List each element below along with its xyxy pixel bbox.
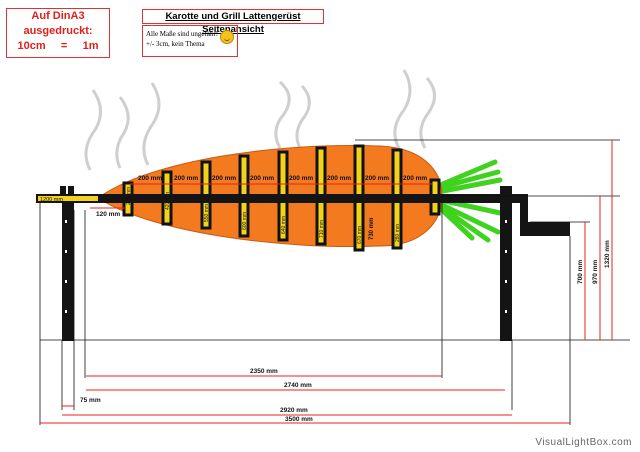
grill-frame: [60, 186, 570, 341]
dim-2350-label: 2350 mm: [250, 368, 278, 375]
dim-2740-label: 2740 mm: [284, 382, 312, 389]
dim-75-label: 75 mm: [80, 397, 101, 404]
top-dim-4: 200 mm: [250, 175, 274, 182]
top-dim-5: 200 mm: [289, 175, 313, 182]
spit-bar-highlight: [38, 196, 98, 201]
dim-3500-label: 3500 mm: [285, 416, 313, 423]
bar-left-label: 1200 mm: [40, 197, 63, 203]
height-700-label: 700 mm: [577, 260, 584, 284]
top-dim-3: 200 mm: [212, 175, 236, 182]
scale-equals: =: [60, 40, 68, 52]
slat-label-8: 280 mm: [395, 224, 401, 242]
slat-label-3: 550 mm: [204, 204, 210, 222]
note-line-2: +/- 3cm, kein Thema: [146, 40, 205, 48]
note-line-1: Alle Maße sind ungefähr!: [146, 30, 219, 38]
diameter-label: 730 mm: [369, 218, 375, 240]
dim-2920-label: 2920 mm: [280, 407, 308, 414]
scale-info-box: Auf DinA3 ausgedruckt: 10cm = 1m: [6, 8, 110, 58]
smoke-wisps: [84, 69, 436, 171]
slat-label-6: 710 mm: [319, 220, 325, 238]
slat-label-5: 640 mm: [281, 216, 287, 234]
slat-label-1: 230 mm: [126, 187, 132, 205]
scale-line-2: ausgedruckt:: [23, 25, 93, 37]
top-dim-8: 200 mm: [403, 175, 427, 182]
dimension-lines: [40, 140, 613, 424]
smiley-icon: [220, 30, 234, 44]
scale-line-1: Auf DinA3: [31, 10, 85, 22]
top-dim-1: 200 mm: [138, 175, 162, 182]
frame-dots: [65, 220, 507, 313]
tolerance-note: Alle Maße sind ungefähr! +/- 3cm, kein T…: [142, 25, 238, 57]
drawing-title: Karotte und Grill Lattengerüst Seitenans…: [142, 9, 324, 35]
scale-line-3: 10cm = 1m: [7, 39, 109, 54]
top-dim-7: 200 mm: [365, 175, 389, 182]
slat-label-7: 670 mm: [357, 226, 363, 244]
watermark: VisualLightBox.com: [535, 437, 632, 448]
spit-bar: [36, 194, 524, 203]
slat-label-2: 420 mm: [165, 192, 171, 210]
scale-cm: 10cm: [17, 40, 46, 52]
slat-spacing-label: 120 mm: [96, 211, 120, 218]
scale-m: 1m: [82, 40, 99, 52]
reference-lines: [39, 139, 630, 425]
height-1320-label: 1320 mm: [604, 240, 611, 268]
height-970-label: 970 mm: [592, 260, 599, 284]
top-dim-2: 200 mm: [174, 175, 198, 182]
slat-label-4: 600 mm: [242, 212, 248, 230]
top-dim-6: 200 mm: [327, 175, 351, 182]
